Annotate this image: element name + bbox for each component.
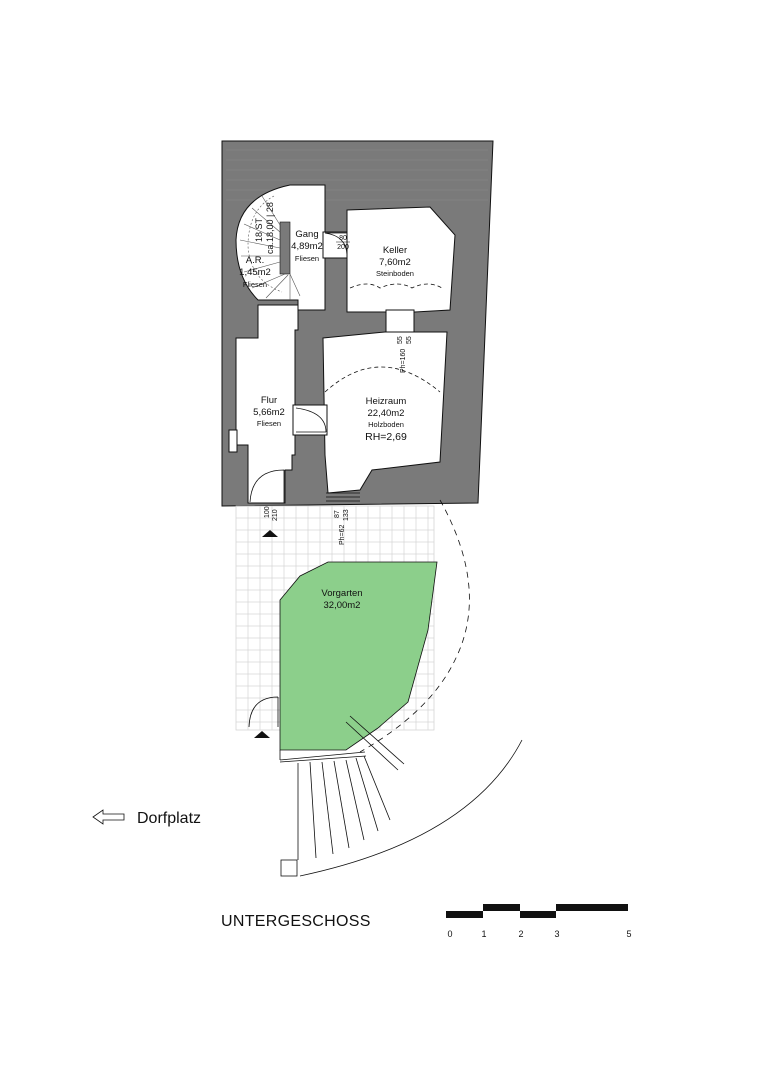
vault-arcs xyxy=(324,283,443,393)
scale-tick-2: 2 xyxy=(518,929,523,939)
scale-seg-0-1 xyxy=(446,911,483,918)
ar-name: A.R. xyxy=(246,255,264,266)
dim-entry-door-w: 100 xyxy=(264,506,271,518)
direction-label: Dorfplatz xyxy=(137,810,201,827)
door-passage-flur-heizraum xyxy=(292,404,328,436)
flur-floor: Fliesen xyxy=(257,419,281,428)
keller-vault-arc xyxy=(349,283,443,289)
scale-bar: 0 1 2 3 5 xyxy=(446,904,632,939)
outdoor-stairs xyxy=(279,715,405,877)
dim-keller-ph: Ph=160 xyxy=(400,349,407,373)
heizraum-floor: Holzboden xyxy=(368,420,404,429)
window-heizraum xyxy=(326,492,360,502)
dimension-labels: 80 200 55 55 Ph=160 100 210 87 133 Ph=62 xyxy=(264,235,413,545)
door-swing-entry xyxy=(249,469,285,503)
dim-window-h: 133 xyxy=(343,509,350,521)
spiral-stair xyxy=(239,195,301,300)
keller-area: 7,60m2 xyxy=(379,257,411,268)
wall-hatching xyxy=(226,149,488,201)
scale-tick-0: 0 xyxy=(447,929,452,939)
door-passage-gang-keller xyxy=(322,231,348,259)
rooms xyxy=(228,184,456,504)
curved-path xyxy=(279,499,523,877)
stair-newel xyxy=(279,221,291,275)
flur-area: 5,66m2 xyxy=(253,407,285,418)
keller-floor: Steinboden xyxy=(376,269,414,278)
door-swings xyxy=(249,232,348,503)
door-swing-flur-heizraum xyxy=(295,407,327,433)
stair-dims-label: ca.18,00 | 28 xyxy=(265,202,275,254)
ar-area: 1,45m2 xyxy=(239,267,271,278)
path-dashed-edge xyxy=(359,499,470,753)
heizraum-area: 22,40m2 xyxy=(368,408,405,419)
direction-indicator: Dorfplatz xyxy=(92,809,201,827)
dim-window-ph: Ph=62 xyxy=(339,524,346,545)
gang-area: 4,89m2 xyxy=(291,241,323,252)
vorgarten-area: 32,00m2 xyxy=(324,600,361,611)
room-keller xyxy=(346,206,456,313)
ar-floor: Fliesen xyxy=(243,280,267,289)
dim-keller-opening-2: 55 xyxy=(406,336,413,344)
scale-tick-5: 5 xyxy=(626,929,631,939)
gang-floor: Fliesen xyxy=(295,254,319,263)
vorgarten-name: Vorgarten xyxy=(321,588,362,599)
stair-bottom-post xyxy=(280,859,298,877)
direction-arrow-icon xyxy=(92,809,125,825)
room-labels: Gang 4,89m2 Fliesen Keller 7,60m2 Steinb… xyxy=(239,229,414,611)
dim-keller-opening-1: 55 xyxy=(397,336,404,344)
stair-steps-label: 18 ST xyxy=(254,217,264,242)
entrance-arrow-garden xyxy=(254,731,270,738)
keller-name: Keller xyxy=(383,245,407,256)
building xyxy=(221,140,494,507)
scale-tick-3: 3 xyxy=(554,929,559,939)
flur-niche xyxy=(228,429,238,453)
path-outer-arc xyxy=(299,739,523,877)
entrance-markers xyxy=(254,530,278,738)
door-swing-garden-gate xyxy=(248,696,279,728)
room-flur xyxy=(235,304,299,504)
stair-labels: 18 ST ca.18,00 | 28 xyxy=(254,202,275,254)
heizraum-vault-arc xyxy=(324,366,441,393)
scale-seg-2-3 xyxy=(520,911,556,918)
dim-window-w: 87 xyxy=(334,510,341,518)
entrance-arrow-house xyxy=(262,530,278,537)
room-heizraum xyxy=(322,331,448,494)
heizraum-rh: RH=2,69 xyxy=(365,431,407,443)
scale-seg-1-2 xyxy=(483,904,520,911)
dim-gang-door-w: 80 xyxy=(339,235,347,242)
flur-name: Flur xyxy=(261,395,277,406)
gang-name: Gang xyxy=(295,229,318,240)
drawing-title: UNTERGESCHOSS xyxy=(221,913,371,930)
scale-seg-3-5 xyxy=(556,904,628,911)
opening-keller-heizraum xyxy=(385,309,415,333)
dim-entry-door-h: 210 xyxy=(272,509,279,521)
dim-gang-door-h: 200 xyxy=(337,244,349,251)
heizraum-name: Heizraum xyxy=(366,396,407,407)
scale-tick-1: 1 xyxy=(481,929,486,939)
vorgarten-area xyxy=(279,561,438,751)
door-swing-gang-keller xyxy=(324,232,348,257)
